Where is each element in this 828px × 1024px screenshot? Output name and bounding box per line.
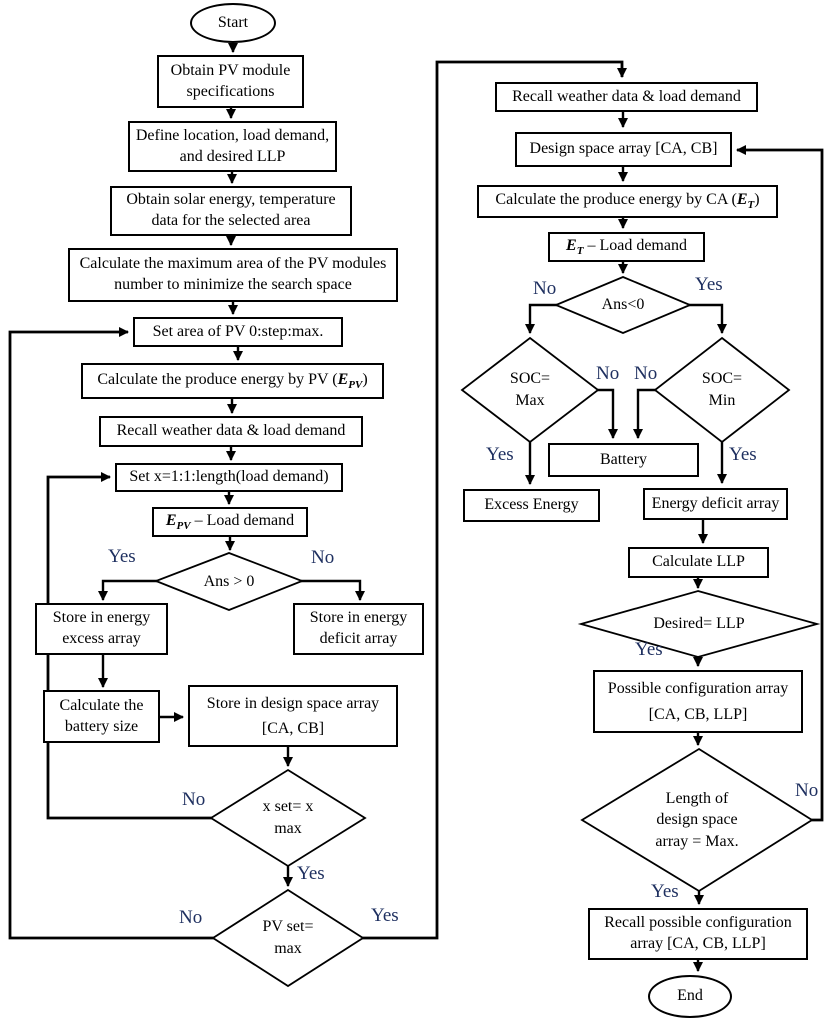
node-text: Obtain PV module specifications (170, 61, 291, 100)
node-text: Design space array [CA, CB] (529, 140, 718, 158)
node-desired-llp-text: Desired= LLP (653, 615, 745, 633)
node-calc-energy-ca: Calculate the produce energy by CA (ET) (477, 185, 778, 218)
end-label: End (677, 987, 703, 1005)
edge-label-yes-pv-set: Yes (371, 905, 399, 926)
edge-label-no-ans-gt0: No (311, 547, 335, 568)
node-text-line1: Possible configuration array (607, 680, 789, 698)
edge-ansgt0-yes-excess (98, 579, 157, 601)
diamond-ans-lt0 (553, 276, 693, 334)
node-text: Calculate the maximum area of the PV mod… (79, 255, 387, 293)
node-end-terminator: End (648, 975, 732, 1018)
edge-pvset-no-loop (8, 327, 214, 940)
node-text: Obtain solar energy, temperature data fo… (126, 191, 336, 229)
node-recall-possible-config: Recall possible configuration array [CA,… (588, 908, 808, 960)
edge-length-no-loop (736, 145, 824, 822)
node-possible-config-array: Possible configuration array [CA, CB, LL… (593, 670, 803, 733)
node-text: Excess Energy (484, 496, 579, 514)
node-calc-max-area: Calculate the maximum area of the PV mod… (68, 248, 398, 302)
node-soc-min-text: SOC= Min (701, 370, 743, 409)
node-length-design-text: Length of design space array = Max. (655, 789, 739, 850)
edge-label-no-pv-set: No (179, 907, 203, 928)
node-text: Define location, load demand, and desire… (135, 126, 330, 165)
edge-label-yes-desired-llp: Yes (635, 639, 663, 660)
node-obtain-solar: Obtain solar energy, temperature data fo… (110, 186, 352, 236)
diamond-pv-set-max (211, 888, 365, 988)
node-text: Calculate the battery size (59, 696, 144, 735)
node-text: Store in energy deficit array (309, 609, 408, 647)
edge-label-yes-soc-min: Yes (729, 444, 757, 465)
start-label: Start (217, 13, 249, 31)
node-text: Calculate the produce energy by CA (ET) (495, 191, 760, 212)
node-ans-lt0-text: Ans<0 (601, 296, 645, 314)
edge-label-yes-ans-lt0: Yes (695, 274, 723, 295)
edge-label-yes-soc-max: Yes (486, 444, 514, 465)
node-pv-set-max-text: PV set= max (262, 918, 314, 957)
edge-anslt0-no-socmax (525, 303, 558, 334)
node-text: ET – Load demand (566, 236, 687, 257)
edge-pvset-yes-rightcol (362, 60, 627, 940)
node-text: Energy deficit array (651, 494, 780, 512)
node-design-space-array: Design space array [CA, CB] (515, 132, 732, 167)
node-text: Recall possible configuration (604, 914, 792, 932)
node-recall-weather-right: Recall weather data & load demand (495, 82, 758, 112)
edge-label-no-soc-max: No (596, 363, 620, 384)
node-start-terminator: Start (190, 3, 276, 43)
node-text: EPV – Load demand (165, 511, 295, 532)
node-x-set-max-text: x set= x max (262, 798, 314, 837)
edge-label-yes-x-set: Yes (297, 863, 325, 884)
node-et-minus-load: ET – Load demand (548, 232, 705, 262)
node-text: Calculate LLP (652, 553, 745, 571)
node-text: Set area of PV 0:step:max. (152, 322, 324, 340)
node-excess-energy: Excess Energy (463, 489, 600, 522)
node-recall-weather-left: Recall weather data & load demand (99, 416, 363, 447)
node-battery: Battery (548, 443, 699, 477)
edge-label-no-ans-lt0: No (533, 278, 557, 299)
node-calc-energy-pv: Calculate the produce energy by PV (EPV) (81, 363, 384, 399)
edge-label-yes-ans-gt0: Yes (108, 546, 136, 567)
node-text-line1: Store in design space array (206, 694, 380, 712)
node-store-design-space: Store in design space array [CA, CB] (188, 685, 398, 747)
node-set-x: Set x=1:1:length(load demand) (115, 463, 343, 492)
edge-anslt0-yes-socmin (688, 303, 727, 334)
diamond-ans-gt0 (153, 552, 305, 611)
node-text: Store in energy excess array (52, 609, 151, 647)
node-text-line2: [CA, CB] (261, 719, 325, 737)
node-store-excess: Store in energy excess array (35, 603, 168, 655)
node-soc-max-text: SOC= Max (509, 370, 551, 409)
node-calc-llp: Calculate LLP (628, 547, 769, 578)
node-obtain-pv-specs: Obtain PV module specifications (157, 55, 304, 108)
edge-socmin-no-battery (633, 388, 656, 439)
node-text: Recall weather data & load demand (512, 87, 741, 105)
node-set-area-pv: Set area of PV 0:step:max. (133, 317, 343, 347)
edge-label-no-x-set: No (182, 789, 206, 810)
node-text-line2: array [CA, CB, LLP] (630, 935, 766, 952)
node-calc-battery: Calculate the battery size (43, 690, 160, 743)
node-epv-minus-load: EPV – Load demand (152, 507, 308, 537)
edge-ansgt0-no-deficit (301, 579, 365, 601)
node-text: Set x=1:1:length(load demand) (129, 468, 329, 486)
edge-label-no-length-design: No (795, 780, 819, 801)
node-energy-deficit-array: Energy deficit array (643, 488, 788, 520)
node-text: Calculate the produce energy by PV (EPV) (97, 370, 368, 391)
edge-socmax-no-battery (597, 388, 618, 439)
node-store-deficit: Store in energy deficit array (293, 603, 424, 655)
node-define-location: Define location, load demand, and desire… (128, 121, 337, 172)
node-ans-gt0-text: Ans > 0 (203, 572, 255, 590)
node-text-line2: [CA, CB, LLP] (648, 705, 748, 723)
edge-label-yes-length-design: Yes (651, 881, 679, 902)
node-text: Battery (599, 450, 648, 468)
node-text: Recall weather data & load demand (116, 422, 346, 440)
edge-label-no-soc-min: No (634, 363, 658, 384)
